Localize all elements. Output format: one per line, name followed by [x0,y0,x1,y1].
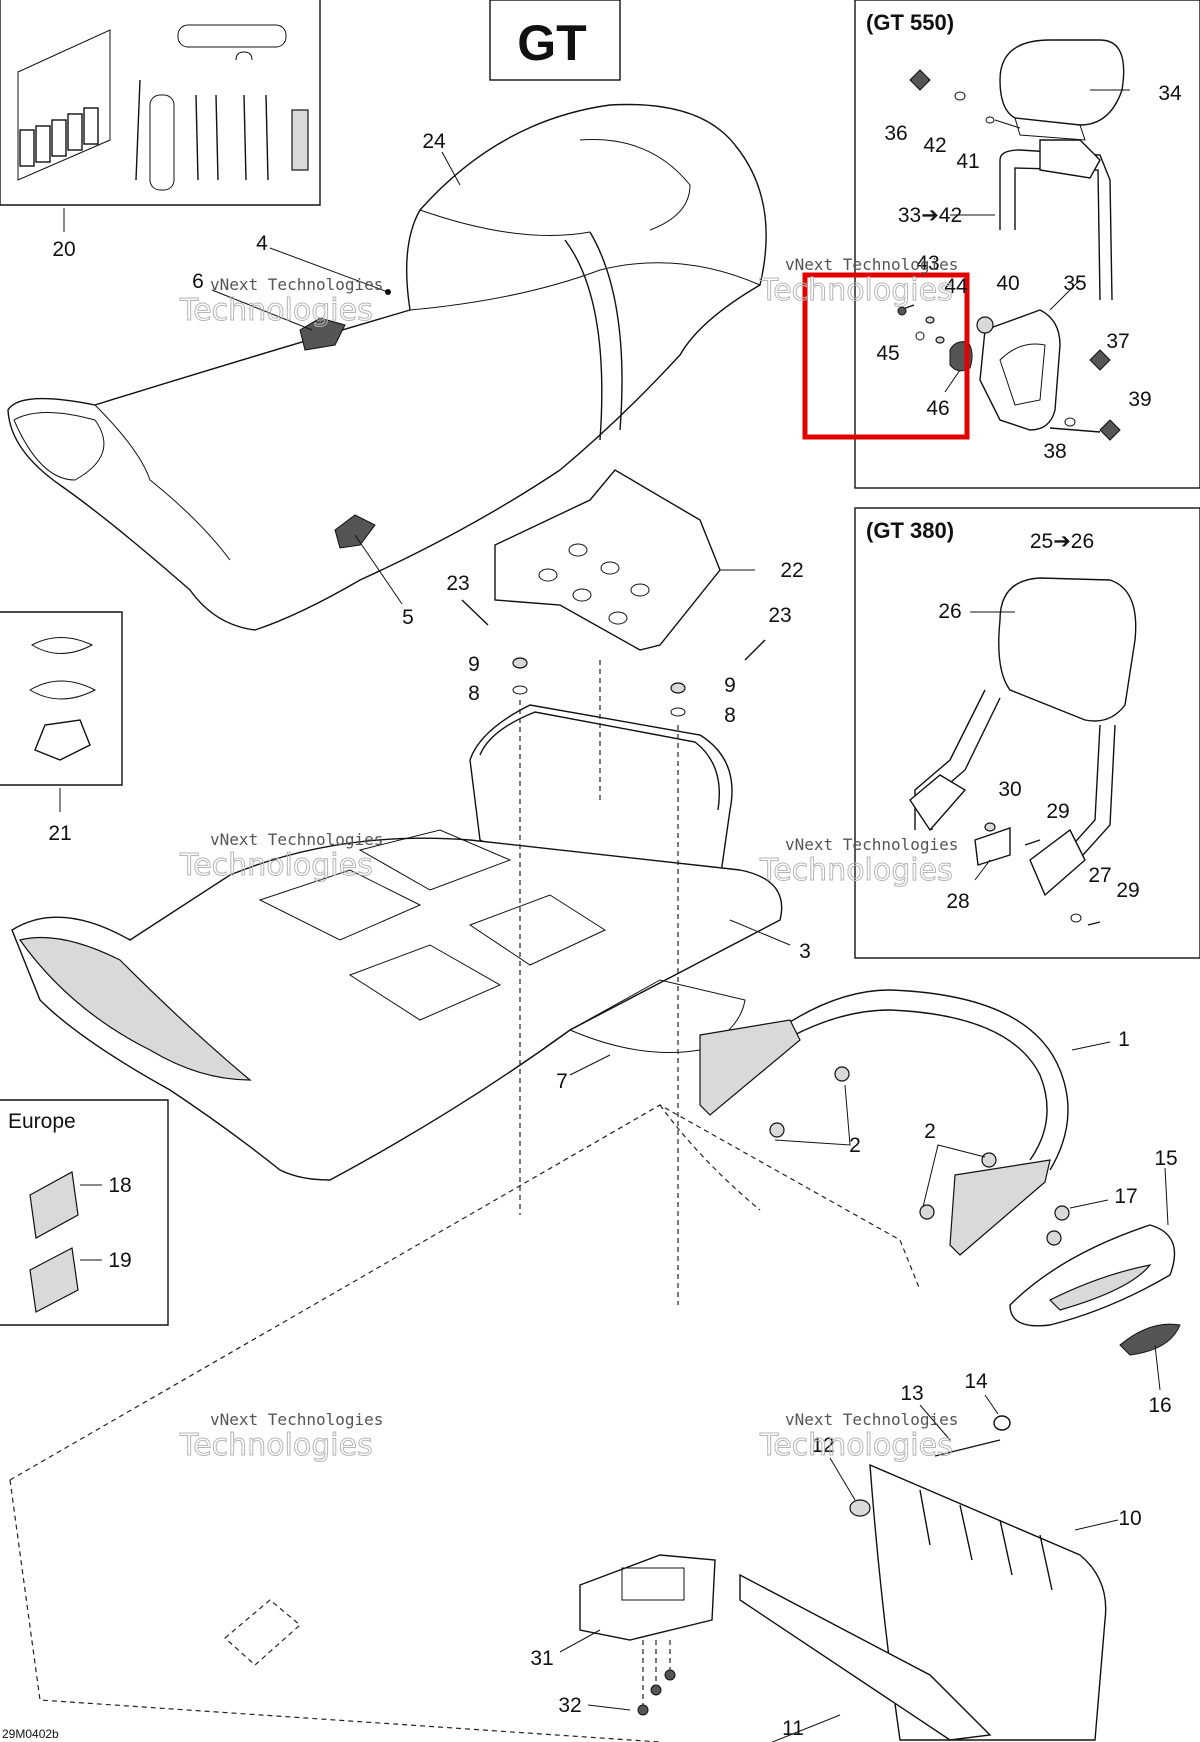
seat [7,103,767,631]
watermark-text: vNext Technologies [210,275,383,294]
callout-39: 39 [1128,388,1151,411]
callout-19: 19 [108,1249,131,1272]
callout-12: 12 [811,1434,834,1457]
tool-kit-inset: 20 [0,0,321,261]
watermark-outline: Technologies [179,848,373,883]
callout-13: 13 [900,1382,923,1405]
rear-flap [739,1415,1119,1742]
callout-46: 46 [926,397,949,420]
grab-handle [699,989,1111,1256]
callout-27: 27 [1088,864,1111,887]
callout-41: 41 [956,150,979,173]
callout-18: 18 [108,1174,131,1197]
callout-26: 26 [938,600,961,623]
highlighted-parts [802,272,973,440]
watermark-outline: Technologies [759,1428,953,1463]
callout-35: 35 [1063,272,1086,295]
callout-31: 31 [530,1647,553,1670]
callout-15: 15 [1154,1147,1177,1170]
callout-33-42: 33➔42 [898,204,962,227]
callout-6: 6 [192,270,204,293]
watermark-text: vNext Technologies [785,835,958,854]
callout-36: 36 [884,122,907,145]
storage-bracket [494,469,755,651]
callout-24: 24 [422,130,446,153]
watermark-outline: Technologies [759,273,953,308]
callout-29-bottom: 29 [1116,879,1139,902]
callout-9-left: 9 [468,653,480,676]
callout-10: 10 [1118,1507,1141,1530]
callout-14: 14 [964,1370,988,1393]
callout-45: 45 [876,342,899,365]
callout-37: 37 [1106,330,1129,353]
watermark-text: vNext Technologies [210,1410,383,1429]
callout-7: 7 [556,1070,568,1093]
callout-40: 40 [996,272,1019,295]
watermark-outline: Technologies [759,853,953,888]
callout-20: 20 [52,238,75,261]
callout-44: 44 [944,275,968,298]
drawing-code: 29M0402b [2,1727,59,1741]
callout-16: 16 [1148,1394,1171,1417]
callout-8-left: 8 [468,682,480,705]
watermark-text: vNext Technologies [210,830,383,849]
callout-2-left: 2 [849,1134,861,1157]
gt550-title: (GT 550) [866,10,954,35]
bracket-inset [0,611,123,812]
rear-rack-base [11,704,791,1181]
callout-29-top: 29 [1046,800,1069,823]
callout-43: 43 [916,252,939,275]
gt550-inset: (GT 550) [854,0,1200,489]
callout-28: 28 [946,890,969,913]
watermark-text: vNext Technologies [785,1410,958,1429]
europe-inset: Europe [0,1099,169,1326]
tunnel-outline [9,1104,921,1742]
callout-38: 38 [1043,440,1066,463]
highlight-box [802,272,970,440]
hitch-cover [559,1554,716,1716]
callout-3: 3 [799,940,811,963]
callout-21: 21 [48,822,71,845]
watermarks: vNext Technologies Technologies vNext Te… [179,255,959,1464]
callout-32: 32 [558,1694,581,1717]
callout-5: 5 [402,606,414,629]
gt380-inset: (GT 380) [854,507,1200,959]
callout-2-right: 2 [924,1120,936,1143]
europe-label: Europe [8,1110,76,1133]
diagram-title: GT [517,15,586,71]
callout-23-left: 23 [446,572,469,595]
callout-17: 17 [1114,1185,1137,1208]
callout-4: 4 [256,232,268,255]
tail-light-housing [1009,1167,1181,1391]
callout-34: 34 [1158,82,1182,105]
callout-11: 11 [782,1717,804,1740]
callout-30: 30 [998,778,1021,801]
callout-1: 1 [1118,1028,1130,1051]
watermark-outline: Technologies [179,293,373,328]
callout-42: 42 [923,134,946,157]
callout-22: 22 [780,559,803,582]
fasteners-8-9 [512,657,686,717]
callout-25-26: 25➔26 [1030,530,1094,553]
watermark-text: vNext Technologies [785,255,958,274]
callout-23-right: 23 [768,604,791,627]
callout-8-right: 8 [724,704,736,727]
title-box: GT [489,0,621,81]
gt380-title: (GT 380) [866,518,954,543]
callout-9-right: 9 [724,674,736,697]
watermark-outline: Technologies [179,1428,373,1463]
